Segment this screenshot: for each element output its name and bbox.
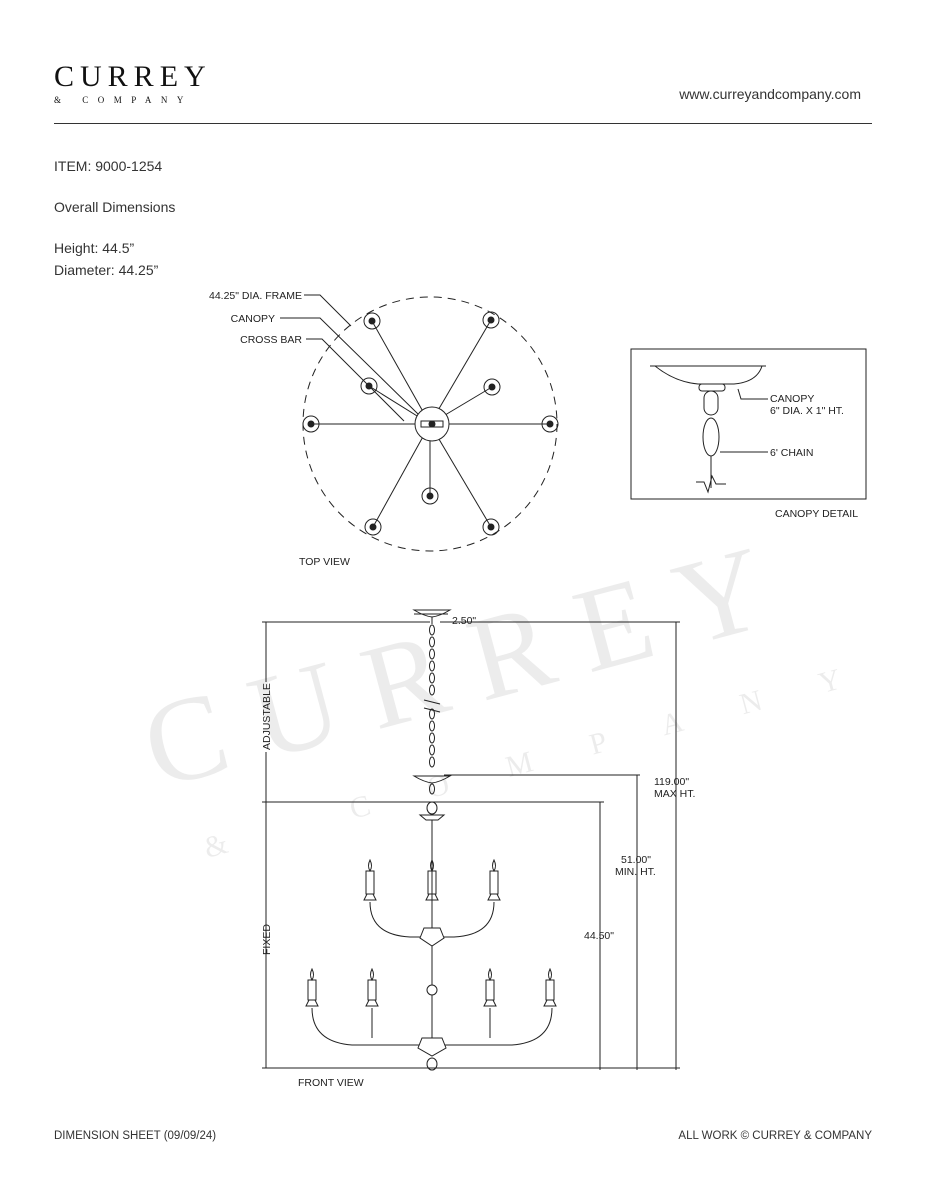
- crossbar-label: CROSS BAR: [240, 334, 302, 346]
- canopy-detail-title: CANOPY DETAIL: [775, 508, 858, 520]
- watermark: CURREY & COMPANY: [130, 513, 903, 865]
- crossbar-leader: [306, 338, 405, 422]
- top-view: [280, 294, 559, 552]
- frame-leader: [304, 294, 352, 327]
- item-number: ITEM: 9000-1254: [54, 158, 163, 174]
- adjustable-label: ADJUSTABLE: [261, 683, 273, 750]
- canopy-detail-box: [630, 348, 867, 500]
- detail-chain-label: 6' CHAIN: [770, 447, 813, 459]
- max-height-label: MAX HT.: [654, 788, 695, 800]
- detail-canopy-label: CANOPY: [770, 393, 814, 405]
- detail-canopy-size: 6" DIA. X 1" HT.: [770, 405, 844, 417]
- min-height-label: MIN. HT.: [615, 866, 656, 878]
- top-view-title: TOP VIEW: [299, 556, 350, 568]
- brand-logo: CURREY & COMPANY: [54, 60, 212, 106]
- footer-sheet-date: DIMENSION SHEET (09/09/24): [54, 1130, 217, 1142]
- front-view-title: FRONT VIEW: [298, 1077, 364, 1089]
- canopy-leader: [280, 317, 419, 415]
- diameter-spec: Diameter: 44.25”: [54, 262, 159, 278]
- min-height-value: 51.00": [621, 854, 651, 866]
- frame-label: 44.25" DIA. FRAME: [209, 290, 302, 302]
- canopy-width-dim: 2.50": [452, 615, 476, 627]
- brand-subtitle: & COMPANY: [54, 95, 193, 105]
- section-title: Overall Dimensions: [54, 199, 176, 215]
- fixed-label: FIXED: [261, 924, 273, 955]
- footer-copyright: ALL WORK © CURREY & COMPANY: [678, 1130, 872, 1142]
- top-view-cups: [302, 311, 559, 536]
- body-height-value: 44.50": [584, 930, 614, 942]
- height-spec: Height: 44.5”: [54, 240, 135, 256]
- front-chain: [423, 624, 441, 795]
- header-divider: [54, 123, 872, 124]
- dimension-lines: [262, 613, 680, 1070]
- website-link[interactable]: www.curreyandcompany.com: [679, 86, 861, 102]
- max-height-value: 119.00": [654, 776, 689, 788]
- upper-candles: [363, 858, 501, 901]
- lower-candles: [305, 967, 557, 1007]
- canopy-label: CANOPY: [231, 313, 275, 325]
- brand-name: CURREY: [54, 60, 212, 93]
- front-view: [305, 609, 557, 1071]
